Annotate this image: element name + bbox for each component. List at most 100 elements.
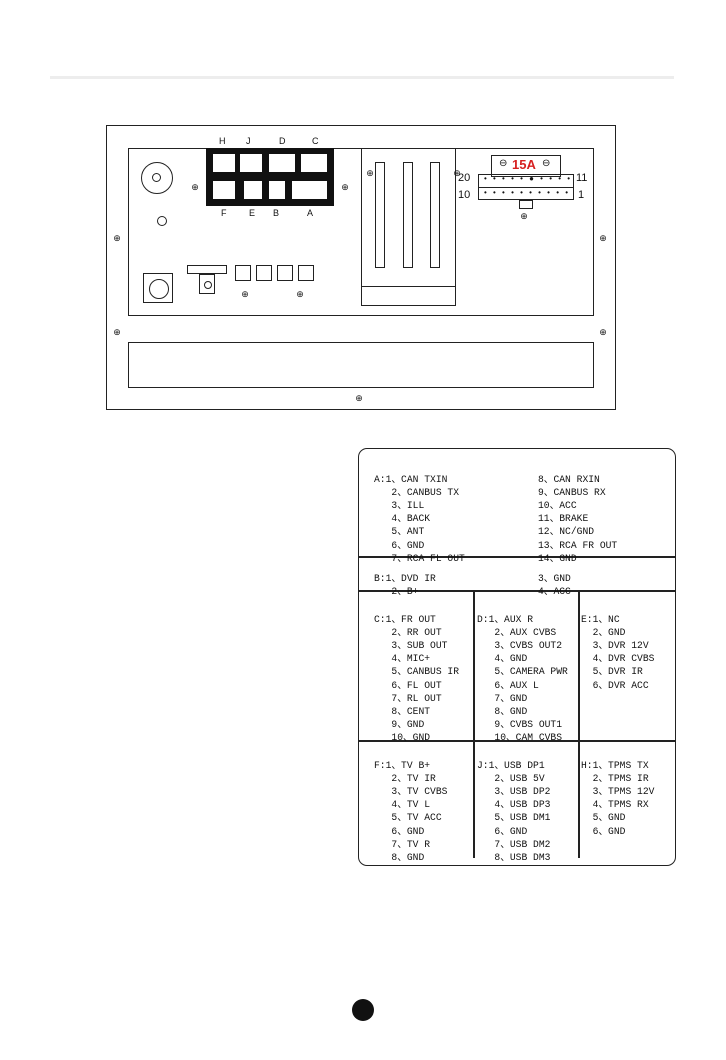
bracket	[187, 265, 227, 274]
pin-entry: 10、ACC	[538, 500, 577, 513]
pin-entry: 5、USB DM1	[494, 812, 551, 825]
pin-entry: 2、GND	[592, 627, 626, 640]
pin-entry: 2、RR OUT	[391, 627, 442, 640]
screw-icon: ⊕	[599, 327, 607, 337]
antenna-pin	[152, 173, 161, 182]
connector-a-pins-right: 8、CAN RXIN 9、CANBUS RX 10、ACC 11、BRAKE 1…	[538, 461, 617, 566]
pin-entry: 10、CAM CVBS	[494, 731, 563, 744]
pin-entry: 8、USB DM3	[494, 851, 551, 864]
fuse-screw-icon: ⊖	[499, 158, 508, 169]
connector-label-e: E	[249, 208, 256, 218]
port-hole	[149, 279, 169, 299]
card-slot	[375, 162, 385, 268]
pin-entry: 13、RCA FR OUT	[538, 539, 618, 552]
pin-assignment-table	[358, 448, 676, 866]
usb-port	[143, 273, 173, 303]
pin-entry: F:1、TV B+	[374, 760, 431, 773]
connector-f	[212, 180, 236, 200]
connector-e	[243, 180, 263, 200]
connector-label-f: F	[221, 208, 227, 218]
pin-number-1: 1	[578, 189, 585, 201]
screw-icon: ⊕	[113, 327, 121, 337]
pin-entry: 6、DVR ACC	[592, 679, 649, 692]
card-slot	[430, 162, 440, 268]
pin-number-20: 20	[458, 172, 471, 184]
pin-entry: 6、AUX L	[494, 679, 539, 692]
screw-icon: ⊕	[341, 182, 349, 192]
pin-entry: 2、AUX CVBS	[494, 627, 557, 640]
column-divider	[578, 590, 580, 858]
screw-icon: ⊕	[191, 182, 199, 192]
pin-entry: 6、GND	[592, 825, 626, 838]
pin-entry: C:1、FR OUT	[374, 614, 436, 627]
connector-e-pins: E:1、NC 2、GND 3、DVR 12V 4、DVR CVBS 5、DVR …	[581, 601, 654, 693]
connector-c	[300, 153, 328, 173]
screw-icon: ⊕	[113, 233, 121, 243]
pin-number-11: 11	[576, 172, 588, 184]
row-divider	[358, 556, 676, 558]
pin-entry: J:1、USB DP1	[477, 760, 545, 773]
connector-a-pins-left: A:1、CAN TXIN 2、CANBUS TX 3、ILL 4、BACK 5、…	[374, 461, 465, 566]
pin-entry: 14、GND	[538, 552, 577, 565]
pin-entry: B:1、DVD IR	[374, 573, 436, 586]
fuse-screw-icon: ⊖	[542, 158, 551, 169]
screw-icon: ⊕	[599, 233, 607, 243]
panel-outline	[106, 125, 616, 410]
pin-entry: 2、B+	[391, 586, 419, 599]
pin-entry: 12、NC/GND	[538, 526, 595, 539]
slot-divider	[361, 286, 456, 288]
pin-entry: 8、CAN RXIN	[538, 474, 600, 487]
column-divider	[473, 590, 475, 858]
pin-entry: 5、GND	[592, 812, 626, 825]
connector-f-pins: F:1、TV B+ 2、TV IR 3、TV CVBS 4、TV L 5、TV …	[374, 747, 447, 865]
pin-entry: 2、CANBUS TX	[391, 487, 460, 500]
pin-entry: 4、DVR CVBS	[592, 653, 655, 666]
pin-entry: 7、RL OUT	[391, 692, 442, 705]
pin-entry: 5、ANT	[391, 526, 425, 539]
connector-label-d: D	[279, 136, 286, 146]
mic-hole	[157, 216, 167, 226]
pin-entry: 3、USB DP2	[494, 786, 551, 799]
pin-entry: 3、TV CVBS	[391, 786, 448, 799]
rca-port	[277, 265, 293, 281]
connector-h-pins: H:1、TPMS TX 2、TPMS IR 3、TPMS 12V 4、TPMS …	[581, 747, 654, 839]
fuse-rating: 15A	[512, 157, 536, 172]
panel-bottom-strip	[128, 342, 594, 388]
screw-icon: ⊕	[241, 289, 249, 299]
pin-entry: 7、RCA FL OUT	[391, 552, 465, 565]
power-connector-divider	[478, 187, 574, 189]
pin-entry: 4、TPMS RX	[592, 799, 649, 812]
pin-entry: 6、GND	[391, 825, 425, 838]
slot-housing	[361, 148, 456, 306]
pin-entry: 8、GND	[494, 705, 528, 718]
screw-icon: ⊕	[520, 211, 528, 221]
connector-j	[239, 153, 263, 173]
screw-icon: ⊕	[355, 393, 363, 403]
screw-icon: ⊕	[366, 168, 374, 178]
connector-c-pins: C:1、FR OUT 2、RR OUT 3、SUB OUT 4、MIC+ 5、C…	[374, 601, 459, 745]
pin-entry: 8、CENT	[391, 705, 431, 718]
pin-entry: 4、USB DP3	[494, 799, 551, 812]
pin-entry: 4、GND	[494, 653, 528, 666]
pin-entry: 3、ILL	[391, 500, 425, 513]
bracket-tab	[199, 274, 215, 294]
connector-b-pins-right: 3、GND 4、ACC	[538, 560, 571, 599]
card-slot	[403, 162, 413, 268]
antenna-port	[141, 162, 173, 194]
connector-label-a: A	[307, 208, 314, 218]
connector-d	[268, 153, 296, 173]
pin-entry: 7、USB DM2	[494, 838, 551, 851]
pin-entry: 3、TPMS 12V	[592, 786, 655, 799]
fuse-holder	[491, 155, 561, 177]
pin-entry: 3、CVBS OUT2	[494, 640, 563, 653]
rca-port	[298, 265, 314, 281]
pin-entry: H:1、TPMS TX	[581, 760, 649, 773]
pin-entry: 10、GND	[391, 731, 431, 744]
header-rule	[50, 76, 674, 79]
page-marker	[352, 999, 374, 1021]
pin-entry: 4、TV L	[391, 799, 431, 812]
pin-entry: 3、DVR 12V	[592, 640, 649, 653]
screw-icon: ⊕	[296, 289, 304, 299]
pin-entry: 6、GND	[391, 539, 425, 552]
pin-entry: 3、GND	[538, 573, 571, 586]
